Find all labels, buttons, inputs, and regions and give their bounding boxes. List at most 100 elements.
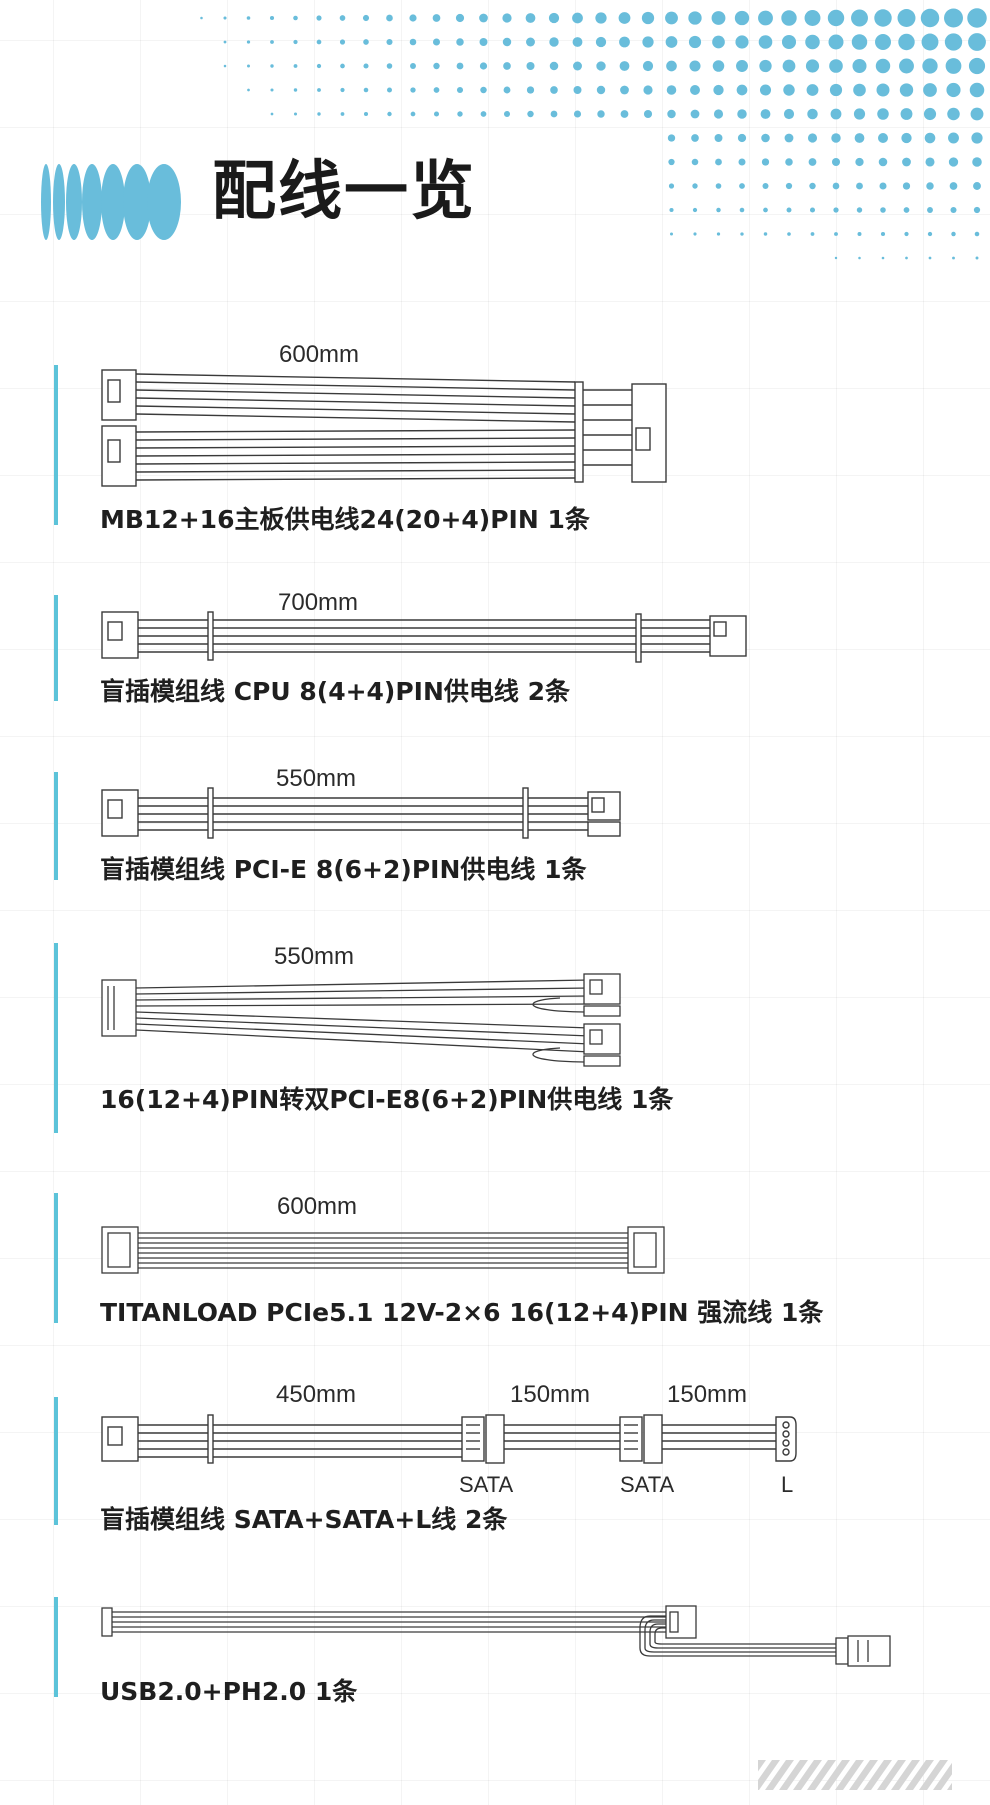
decor-dot (781, 34, 797, 50)
decor-dot (456, 86, 464, 94)
section-accent-bar (54, 1193, 58, 1323)
decor-dot (761, 158, 770, 166)
cable-length-label: 600mm (279, 341, 360, 368)
16pin-to-dual-pcie-cable-icon (101, 973, 621, 1067)
decor-dot (832, 182, 840, 190)
decor-dot (573, 85, 582, 95)
decor-dot (386, 14, 393, 22)
decor-dot (902, 157, 911, 167)
decor-dot (456, 62, 464, 70)
decor-dot (926, 182, 934, 190)
decor-dot (502, 37, 512, 47)
decor-dot (878, 157, 888, 167)
decor-dot (761, 133, 770, 143)
decor-dot (293, 39, 298, 45)
decor-dot (970, 107, 984, 121)
decor-dot (758, 10, 773, 26)
decor-dot (549, 61, 559, 71)
decor-dot (410, 63, 416, 69)
cable-caption: MB12+16主板供电线24(20+4)PIN 1条 (100, 505, 590, 534)
decor-dot (200, 16, 203, 20)
decor-dot (713, 109, 724, 119)
decor-dot (952, 256, 955, 260)
decor-dot (920, 8, 940, 28)
decor-dot (270, 64, 274, 68)
decor-dot (479, 62, 488, 70)
section-accent-bar (54, 1397, 58, 1525)
decor-dot (573, 110, 582, 118)
decor-dot (716, 232, 721, 236)
decor-dot (340, 87, 345, 93)
decor-dot (923, 107, 937, 121)
decor-dot (666, 85, 677, 95)
decor-dot (876, 83, 890, 97)
decor-dot (968, 57, 986, 75)
decor-dot (246, 40, 251, 44)
decor-dot (386, 38, 393, 46)
dot-pattern-decoration (200, 8, 987, 260)
decor-dot (807, 133, 818, 143)
decor-dot (972, 157, 982, 167)
decor-dot (969, 82, 985, 98)
decor-dot (927, 231, 933, 237)
decor-dot (595, 12, 607, 24)
decor-dot (247, 64, 250, 68)
cable-caption: 16(12+4)PIN转双PCI-E8(6+2)PIN供电线 1条 (100, 1085, 674, 1114)
decor-dot (716, 207, 721, 213)
decor-dot (363, 39, 369, 45)
decor-dot (666, 60, 677, 72)
decor-dot (479, 38, 488, 46)
decor-dot (949, 182, 958, 190)
decor-dot (901, 132, 912, 144)
decor-dot (927, 207, 933, 213)
section-accent-bar (54, 595, 58, 701)
decor-dot (973, 182, 981, 190)
decor-dot (270, 112, 274, 116)
section-accent-bar (54, 1597, 58, 1697)
decor-dot (968, 33, 986, 51)
decor-dot (527, 110, 534, 118)
decor-dot (387, 87, 392, 93)
decor-dot (946, 82, 961, 98)
decor-dot (715, 183, 722, 189)
decor-dot (293, 64, 298, 68)
decor-dot (432, 38, 441, 46)
decor-dot (573, 61, 582, 71)
decor-dot (643, 85, 653, 95)
decor-dot (340, 112, 345, 116)
decor-dot (781, 10, 797, 26)
connector-label: L (781, 1472, 794, 1497)
decor-dot (410, 87, 416, 93)
decor-dot (739, 207, 745, 213)
decor-dot (854, 133, 865, 143)
section-accent-bar (54, 943, 58, 1133)
decor-dot (433, 111, 440, 117)
cable-caption: 盲插模组线 SATA+SATA+L线 2条 (100, 1505, 508, 1534)
decor-dot (715, 158, 722, 166)
decor-dot (669, 232, 674, 236)
decor-dot (642, 36, 654, 48)
decor-dot (502, 13, 512, 23)
decor-dot (410, 111, 416, 117)
decor-dot (851, 34, 868, 50)
decor-dot (387, 111, 392, 117)
cable-length-label: 550mm (274, 943, 355, 970)
decor-dot (457, 111, 463, 117)
decor-dot (806, 84, 819, 96)
decor-dot (834, 232, 838, 236)
decor-dot (596, 61, 606, 71)
decor-dot (784, 133, 794, 143)
decor-dot (433, 62, 440, 70)
decor-dot (947, 107, 960, 121)
decor-dot (928, 256, 932, 260)
decor-dot (736, 60, 748, 72)
decor-dot (783, 84, 795, 96)
page-title: 配线一览 (212, 155, 476, 229)
decor-dot (270, 88, 274, 92)
decor-dot (922, 58, 938, 74)
decor-dot (480, 111, 487, 117)
decor-dot (974, 231, 980, 237)
decor-dot (223, 16, 227, 20)
decor-dot (362, 14, 370, 22)
